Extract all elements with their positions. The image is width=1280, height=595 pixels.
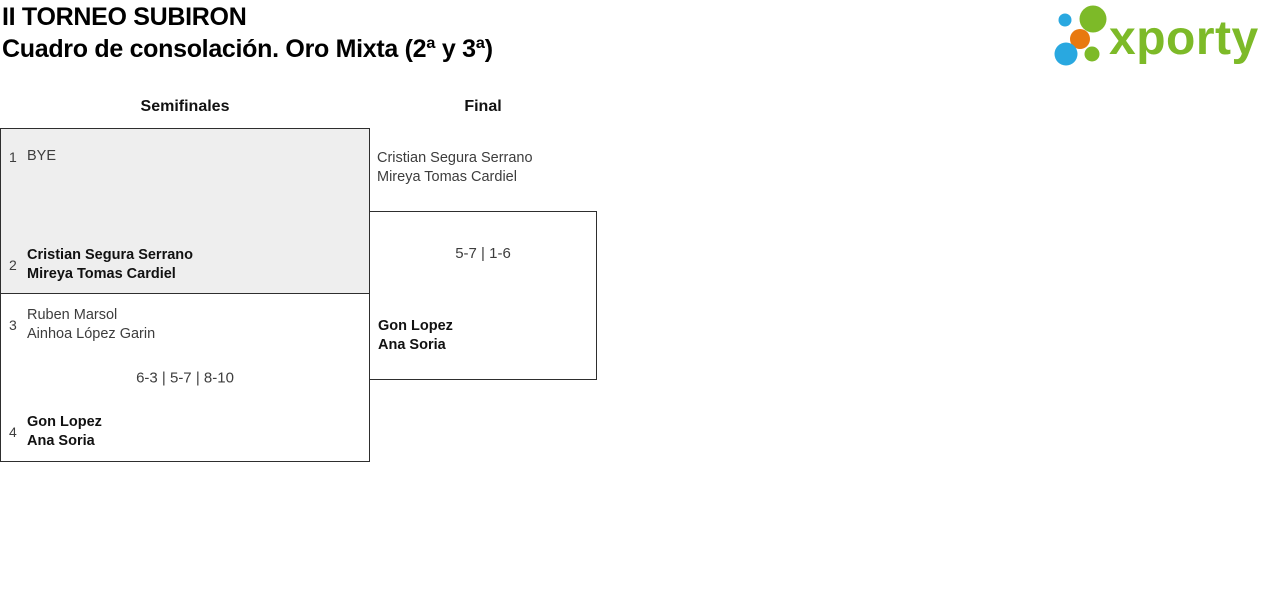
participant-name: Cristian Segura Serrano — [377, 150, 533, 166]
participant-row: 2 Cristian Segura Serrano Mireya Tomas C… — [9, 246, 193, 284]
participant-names-winner: Gon Lopez Ana Soria — [378, 317, 453, 355]
participant-name: Gon Lopez — [378, 318, 453, 334]
match-final[interactable]: 5-7 | 1-6 Gon Lopez Ana Soria — [369, 211, 597, 380]
seed-number: 3 — [9, 317, 17, 333]
participant-row: 3 Ruben Marsol Ainhoa López Garin — [9, 306, 155, 344]
xporty-logo: xporty — [1054, 5, 1259, 66]
participant-row: 4 Gon Lopez Ana Soria — [9, 413, 102, 451]
participant-names-winner: Cristian Segura Serrano Mireya Tomas Car… — [27, 246, 193, 284]
participant-name: Cristian Segura Serrano — [27, 247, 193, 263]
logo-text: xporty — [1109, 12, 1259, 65]
participant-name: Ruben Marsol — [27, 307, 118, 323]
participant-row: Gon Lopez Ana Soria — [378, 317, 453, 355]
logo-dot-green-small — [1084, 46, 1100, 62]
participant-name: Ana Soria — [27, 433, 95, 449]
match-semifinal-1[interactable]: 1 BYE 2 Cristian Segura Serrano Mireya T… — [0, 128, 370, 294]
match-semifinal-2[interactable]: 3 Ruben Marsol Ainhoa López Garin 6-3 | … — [0, 293, 370, 462]
header: II TORNEO SUBIRON Cuadro de consolación.… — [2, 1, 493, 65]
participant-name: Ana Soria — [378, 337, 446, 353]
logo-dot-blue-large — [1054, 42, 1078, 66]
participant-name: Gon Lopez — [27, 414, 102, 430]
round-header-semifinales: Semifinales — [140, 98, 230, 115]
logo-dot-blue-small — [1058, 13, 1072, 27]
final-participant-top: Cristian Segura Serrano Mireya Tomas Car… — [377, 149, 533, 187]
participant-names-winner: Gon Lopez Ana Soria — [27, 413, 102, 451]
participant-name: Mireya Tomas Cardiel — [27, 266, 176, 282]
participant-name: BYE — [27, 148, 57, 164]
match-score: 6-3 | 5-7 | 8-10 — [136, 369, 234, 386]
participant-names: BYE — [27, 147, 56, 166]
match-score: 5-7 | 1-6 — [455, 245, 511, 262]
participant-name: Mireya Tomas Cardiel — [377, 169, 517, 185]
page-title: II TORNEO SUBIRON — [2, 3, 247, 31]
logo-dot-green-large — [1079, 5, 1107, 33]
seed-number: 2 — [9, 257, 17, 273]
participant-name: Ainhoa López Garin — [27, 326, 156, 342]
page-subtitle: Cuadro de consolación. Oro Mixta (2ª y 3… — [2, 35, 493, 63]
round-header-final: Final — [464, 98, 502, 115]
logo-dot-orange — [1070, 29, 1090, 49]
participant-row: 1 BYE — [9, 147, 56, 166]
participant-names: Ruben Marsol Ainhoa López Garin — [27, 306, 155, 344]
seed-number: 4 — [9, 424, 17, 440]
seed-number: 1 — [9, 148, 17, 165]
